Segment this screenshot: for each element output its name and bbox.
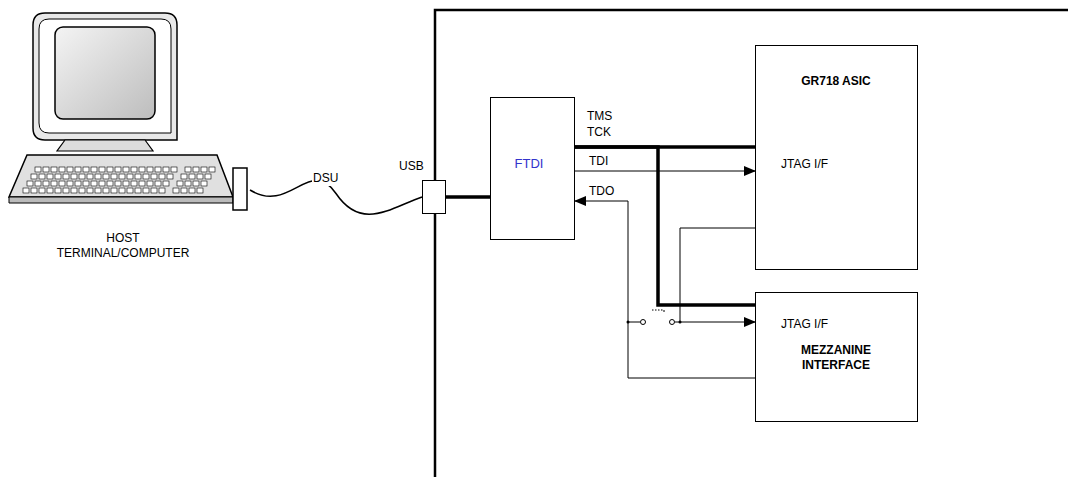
interface-label: JTAG I/F [781,157,881,172]
asic-title: GR718 ASIC [796,74,876,89]
signal-label: TDO [588,183,615,199]
host-label: HOST TERMINAL/COMPUTER [53,231,193,261]
tdi-signal [575,171,755,172]
usb-bus [446,195,490,199]
computer-illustration [5,5,250,270]
chip-label: FTDI [491,156,567,171]
host-computer: HOST TERMINAL/COMPUTER [5,5,250,270]
ftdi-chip: FTDI [490,97,575,240]
tms-tck-branch [575,147,755,305]
board-outline [435,10,1068,477]
signal-label: DSU [312,170,339,186]
mezzanine-box: JTAG I/F MEZZANINE INTERFACE [755,292,918,422]
mezzanine-title: MEZZANINE INTERFACE [786,343,886,373]
interface-label: JTAG I/F [781,317,881,332]
tdo-signal [575,201,755,378]
signal-label: TMS TCK [586,108,618,140]
connector-label: USB [399,159,439,174]
asic-box: GR718 ASIC JTAG I/F [755,45,918,270]
asic-tdo-signal [680,228,755,322]
signal-label: TDI [588,153,609,169]
jtag-switch [628,310,680,325]
usb-connector: USB [422,180,446,214]
